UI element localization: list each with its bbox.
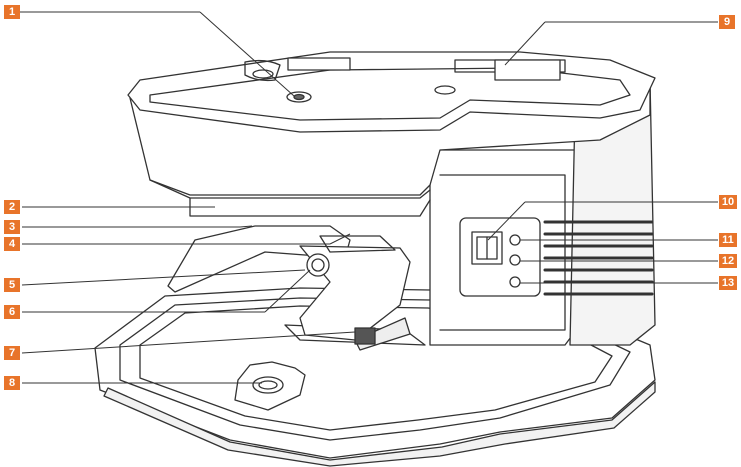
callout-4: 4 xyxy=(4,237,20,251)
callout-1: 1 xyxy=(4,5,20,19)
dock-tower xyxy=(429,79,656,346)
callout-2: 2 xyxy=(4,200,20,214)
callout-3: 3 xyxy=(4,220,20,234)
leader-lines xyxy=(20,11,718,384)
callout-12: 12 xyxy=(719,254,737,268)
callout-13: 13 xyxy=(719,276,737,290)
side-vents xyxy=(543,220,654,296)
callout-7: 7 xyxy=(4,346,20,360)
callout-11: 11 xyxy=(719,233,737,247)
callout-5: 5 xyxy=(4,278,20,292)
sensor-window xyxy=(306,253,330,277)
callout-8: 8 xyxy=(4,376,20,390)
wash-mat xyxy=(234,361,306,411)
callout-9: 9 xyxy=(719,15,735,29)
callout-6: 6 xyxy=(4,305,20,319)
callout-10: 10 xyxy=(719,195,737,209)
